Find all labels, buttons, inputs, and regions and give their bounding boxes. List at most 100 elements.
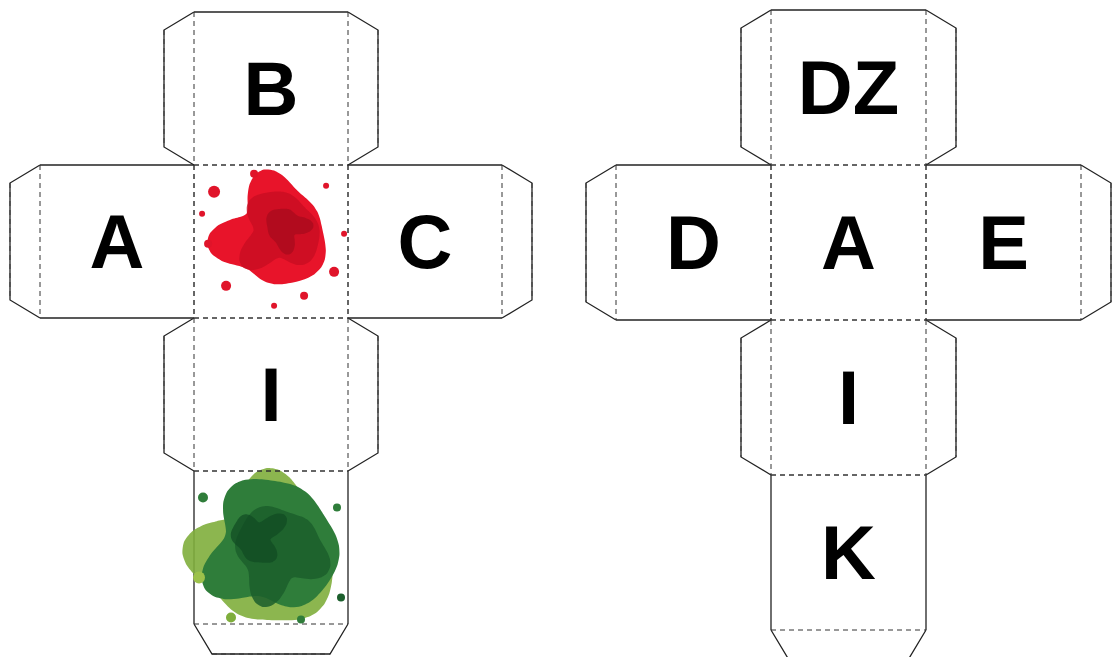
fold-line (194, 12, 195, 165)
cut-edge (926, 319, 1081, 320)
cube-face: E (926, 165, 1081, 320)
splash-drop (250, 170, 258, 178)
fold-line (1081, 165, 1082, 320)
face-letter: DZ (798, 50, 899, 126)
fold-line (771, 475, 926, 476)
splash-blob (201, 479, 339, 607)
fold-lines (10, 10, 1111, 657)
fold-line (616, 165, 617, 320)
face-letter: K (821, 515, 876, 591)
splash-drop (226, 613, 236, 623)
tab-fold (586, 183, 587, 302)
cut-edge (926, 164, 1081, 165)
fold-line (348, 12, 349, 165)
tab-fold (164, 336, 165, 453)
cut-edge (40, 164, 194, 165)
splash-blob (239, 192, 319, 271)
fold-line (348, 318, 349, 471)
glue-tab (1081, 165, 1111, 320)
splash-drop (221, 281, 231, 291)
cut-edge (347, 471, 348, 624)
cube-face: D (616, 165, 771, 320)
fold-line (194, 318, 348, 319)
cube-face: K (771, 475, 926, 630)
fold-line (771, 165, 772, 320)
fold-line (926, 165, 927, 320)
cube-face: A (771, 165, 926, 320)
cube-face: A (40, 165, 194, 318)
splash-drop (297, 616, 305, 624)
tab-fold (10, 183, 11, 300)
fold-line (926, 165, 927, 320)
fold-line (771, 10, 772, 165)
cut-edge (771, 9, 926, 10)
splash-drop (208, 186, 220, 198)
splash-drop (337, 594, 345, 602)
fold-line (771, 320, 926, 321)
splash-drop (199, 211, 205, 217)
glue-tab (926, 320, 956, 475)
cube-face: I (194, 318, 348, 471)
splash-blob (266, 209, 313, 255)
cube-face: DZ (771, 10, 926, 165)
glue-tab (348, 12, 378, 165)
cut-edge (616, 164, 771, 165)
fold-line (348, 165, 349, 318)
glue-tab (586, 165, 616, 320)
glue-tab (771, 630, 926, 657)
cut-outline (10, 10, 1111, 657)
face-letter: B (244, 51, 299, 127)
fold-line (194, 165, 348, 166)
splash-drop (204, 240, 212, 248)
fold-line (926, 320, 927, 475)
red-splash (199, 169, 347, 308)
glue-tab (164, 12, 194, 165)
splash-drop (333, 504, 341, 512)
fold-line (194, 318, 195, 471)
glue-tab (741, 10, 771, 165)
face-letter: A (90, 204, 145, 280)
glue-tab (502, 165, 532, 318)
fold-line (771, 320, 772, 475)
glue-tab (348, 318, 378, 471)
face-letter: E (978, 205, 1029, 281)
face-letter: A (821, 205, 876, 281)
glue-tab (164, 318, 194, 471)
splash-drop (193, 572, 205, 584)
cube-face: C (348, 165, 502, 318)
tab-fold (212, 654, 330, 655)
cut-edge (616, 319, 771, 320)
fold-line (348, 165, 349, 318)
splash-drop (341, 231, 347, 237)
splash-drop (271, 303, 277, 309)
fold-line (771, 320, 926, 321)
fold-line (194, 165, 195, 318)
cube-face: I (771, 320, 926, 475)
glue-tab (194, 624, 348, 654)
splash-blob (231, 513, 287, 562)
tab-fold (1111, 183, 1112, 302)
glue-tab (10, 165, 40, 318)
cut-edge (925, 475, 926, 630)
cut-edge (194, 11, 348, 12)
face-letter: I (260, 357, 281, 433)
tab-fold (378, 30, 379, 147)
cut-edge (348, 164, 502, 165)
cut-edge (348, 317, 502, 318)
tab-fold (956, 338, 957, 457)
fold-line (771, 165, 772, 320)
face-letter: C (398, 204, 453, 280)
fold-line (771, 165, 926, 166)
fold-line (771, 630, 926, 631)
tab-fold (741, 338, 742, 457)
fold-line (194, 165, 195, 318)
tab-fold (956, 28, 957, 147)
cut-edge (770, 475, 771, 630)
splash-drop (329, 267, 339, 277)
tab-fold (532, 183, 533, 300)
splash-drop (198, 493, 208, 503)
splash-drop (300, 292, 308, 300)
splashes (182, 169, 347, 623)
fold-line (771, 475, 926, 476)
